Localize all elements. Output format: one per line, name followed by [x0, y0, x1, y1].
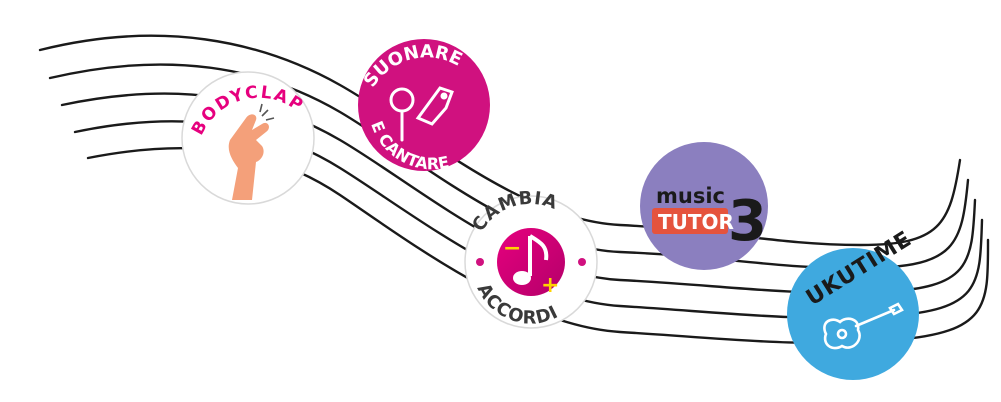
music-note-plus-minus-icon: − + [497, 228, 565, 298]
cambia-dot-left [476, 258, 484, 266]
tutor-box [652, 208, 728, 234]
cambia-accordi-badge[interactable]: CAMBIA ACCORDI − + [464, 188, 598, 329]
snapping-hand-icon [228, 103, 275, 200]
suonare-e-cantare-badge[interactable]: SUONARE E CANTARE [358, 39, 490, 173]
minus-sign: − [503, 236, 521, 261]
ukulele-icon [823, 302, 904, 350]
plus-sign: + [541, 273, 559, 298]
tutor-word: TUTOR [658, 210, 734, 234]
cambia-dot-right [578, 258, 586, 266]
suonare-badge-circle [358, 39, 490, 171]
microphone-guitar-icon [389, 86, 454, 142]
music-tutor-3-badge[interactable]: music TUTOR 3 [640, 142, 768, 270]
tutor-digit: 3 [728, 189, 767, 254]
bodyclap-badge[interactable]: BODYCLAP [181, 71, 315, 205]
musictutor-badge-circle [640, 142, 768, 270]
ukutime-badge[interactable]: UKUTIME [787, 227, 919, 380]
ukutime-badge-circle [787, 248, 919, 380]
music-word: music [656, 184, 725, 208]
